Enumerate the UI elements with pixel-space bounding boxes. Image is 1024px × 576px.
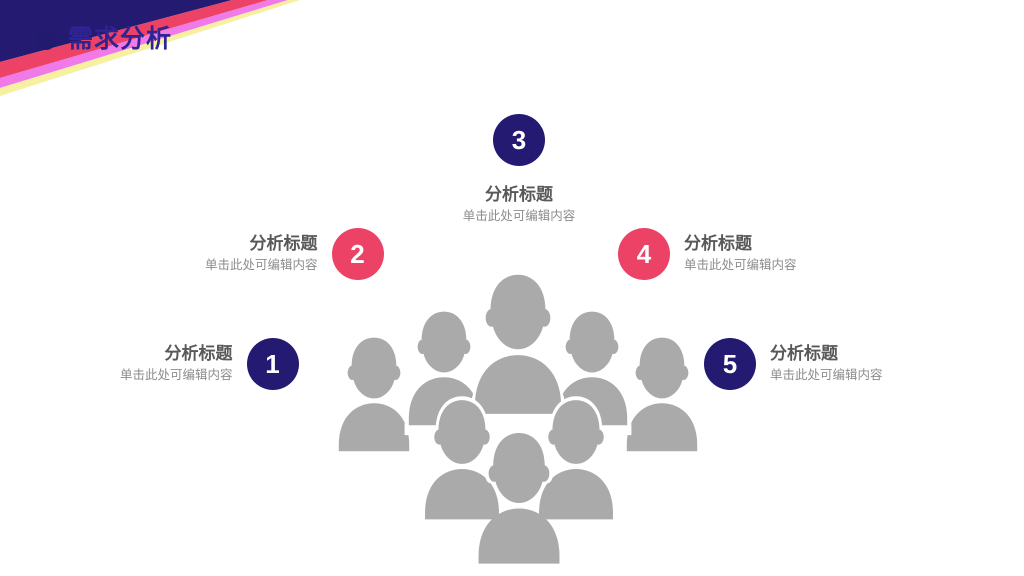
analysis-item-1-description: 单击此处可编辑内容 xyxy=(120,368,233,383)
people-group-icon xyxy=(338,250,698,570)
analysis-item-3-labels: 分析标题 单击此处可编辑内容 xyxy=(463,184,576,226)
analysis-item-4-labels: 分析标题 单击此处可编辑内容 xyxy=(684,233,797,275)
analysis-item-2-badge[interactable]: 2 xyxy=(331,228,384,280)
analysis-item-4-description: 单击此处可编辑内容 xyxy=(684,258,797,273)
analysis-item-1-labels: 分析标题 单击此处可编辑内容 xyxy=(120,343,233,385)
analysis-item-4-number: 4 xyxy=(636,239,652,269)
person-top-center xyxy=(470,270,567,426)
analysis-item-4-badge[interactable]: 4 xyxy=(618,228,670,280)
corner-stripes-decoration xyxy=(0,0,300,110)
analysis-item-2[interactable]: 分析标题 单击此处可编辑内容 2 xyxy=(205,228,384,280)
analysis-item-3-badge[interactable]: 3 xyxy=(493,114,545,166)
analysis-item-2-labels: 分析标题 单击此处可编辑内容 xyxy=(205,233,318,275)
analysis-item-5-badge[interactable]: 5 xyxy=(704,338,756,390)
analysis-item-4-title: 分析标题 xyxy=(684,234,752,254)
person-back-right xyxy=(623,334,698,461)
person-back-left xyxy=(338,334,413,461)
analysis-item-2-number: 2 xyxy=(350,239,365,269)
analysis-item-3[interactable]: 3 分析标题 单击此处可编辑内容 xyxy=(444,114,594,226)
analysis-item-1[interactable]: 分析标题 单击此处可编辑内容 1 xyxy=(120,338,299,390)
dot-icon xyxy=(36,29,56,50)
analysis-item-3-number: 3 xyxy=(511,125,527,155)
analysis-item-5-title: 分析标题 xyxy=(770,344,838,364)
page-title: 需求分析 xyxy=(68,25,173,53)
analysis-item-5-labels: 分析标题 单击此处可编辑内容 xyxy=(770,343,883,385)
analysis-item-3-title: 分析标题 xyxy=(484,185,553,204)
analysis-item-5-description: 单击此处可编辑内容 xyxy=(770,368,883,383)
analysis-item-5[interactable]: 5 分析标题 单击此处可编辑内容 xyxy=(704,338,883,390)
analysis-item-2-description: 单击此处可编辑内容 xyxy=(205,258,318,273)
analysis-item-1-number: 1 xyxy=(265,349,280,379)
analysis-item-1-badge[interactable]: 1 xyxy=(246,338,299,390)
slide-header: 需求分析 xyxy=(36,27,172,52)
analysis-item-1-title: 分析标题 xyxy=(164,344,233,364)
analysis-item-4[interactable]: 4 分析标题 单击此处可编辑内容 xyxy=(618,228,797,280)
analysis-item-2-title: 分析标题 xyxy=(249,234,318,254)
analysis-item-3-description: 单击此处可编辑内容 xyxy=(462,209,576,224)
analysis-item-5-number: 5 xyxy=(722,349,738,379)
